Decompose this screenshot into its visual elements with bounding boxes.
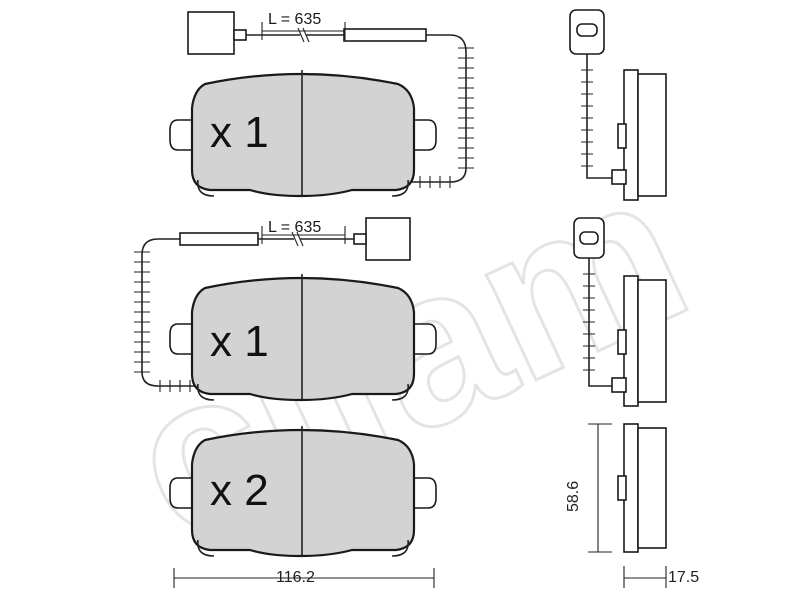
pad-1-quantity: x 1 [210,108,269,157]
pad-1-friction-block [190,72,416,198]
pad-2-length-dimension [261,226,346,244]
pad-2-wire-sleeve [179,232,259,246]
side-view-3-friction-layer [637,427,667,549]
pad-1-right-tab [411,119,437,151]
pad-1: L = 635 x 1 [169,11,474,198]
side-view-2-wire [588,258,612,387]
thickness-dimension-line [623,566,667,588]
pad-1-wire-break-mark [297,27,310,43]
side-view-2-connector-socket [579,231,599,245]
side-view-1-sensor [611,169,627,185]
pad-3: x 2 [169,426,437,558]
side-view-1-wire-ribs [581,69,593,167]
pad-3-quantity: x 2 [210,466,269,515]
width-dimension-line [173,568,435,588]
thickness-dimension: 17.5 [623,566,699,588]
side-view-1-friction-layer [637,73,667,197]
side-view-3 [617,423,667,553]
side-view-1-clip [617,123,627,149]
height-dimension-value: 58.6 [565,481,582,512]
thickness-dimension-value: 17.5 [668,569,699,586]
side-view-3-clip [617,475,627,501]
pad-1-wire-sleeve [343,28,427,42]
pad-2-connector-plug [365,217,411,261]
pad-1-backplate-notches [197,179,409,197]
pad-1-wire-ribs [419,47,474,188]
pad-2-wire-ribs [134,251,191,392]
width-dimension: 116.2 [173,568,435,588]
pad-2-friction-block [190,276,416,402]
height-dimension-line [588,423,612,553]
pad-2-wire-length: L = 635 [268,219,321,236]
pad-3-right-tab [411,477,437,509]
height-dimension: 58.6 [565,423,612,553]
pad-2-wire-route [141,238,200,387]
pad-2-quantity: x 1 [210,317,269,366]
pad-3-left-tab [169,477,193,509]
pad-2: L = 635 x 1 [134,217,437,402]
pad-2-left-tab [169,323,193,355]
side-view-1-wire [586,54,612,179]
pad-1-wire-route [405,34,467,183]
pad-2-backplate-notches [197,383,409,401]
side-view-1 [569,9,667,201]
pad-1-left-tab [169,119,193,151]
pad-2-right-tab [411,323,437,355]
pad-2-wire-break-mark [291,231,304,247]
pad-2-connector-neck [353,233,367,245]
side-view-2 [573,217,667,407]
pad-1-length-dimension [261,22,346,40]
side-view-1-connector-socket [576,23,598,37]
pad-3-friction-block [190,428,416,558]
pad-1-connector-plug [187,11,235,55]
width-dimension-value: 116.2 [276,569,315,586]
side-view-2-clip [617,329,627,355]
pad-3-backplate-notches [197,539,409,557]
side-view-2-sensor [611,377,627,393]
side-view-2-friction-layer [637,279,667,403]
pad-1-connector-neck [233,29,247,41]
pad-1-wire-length: L = 635 [268,11,321,28]
side-view-2-wire-ribs [583,273,595,371]
